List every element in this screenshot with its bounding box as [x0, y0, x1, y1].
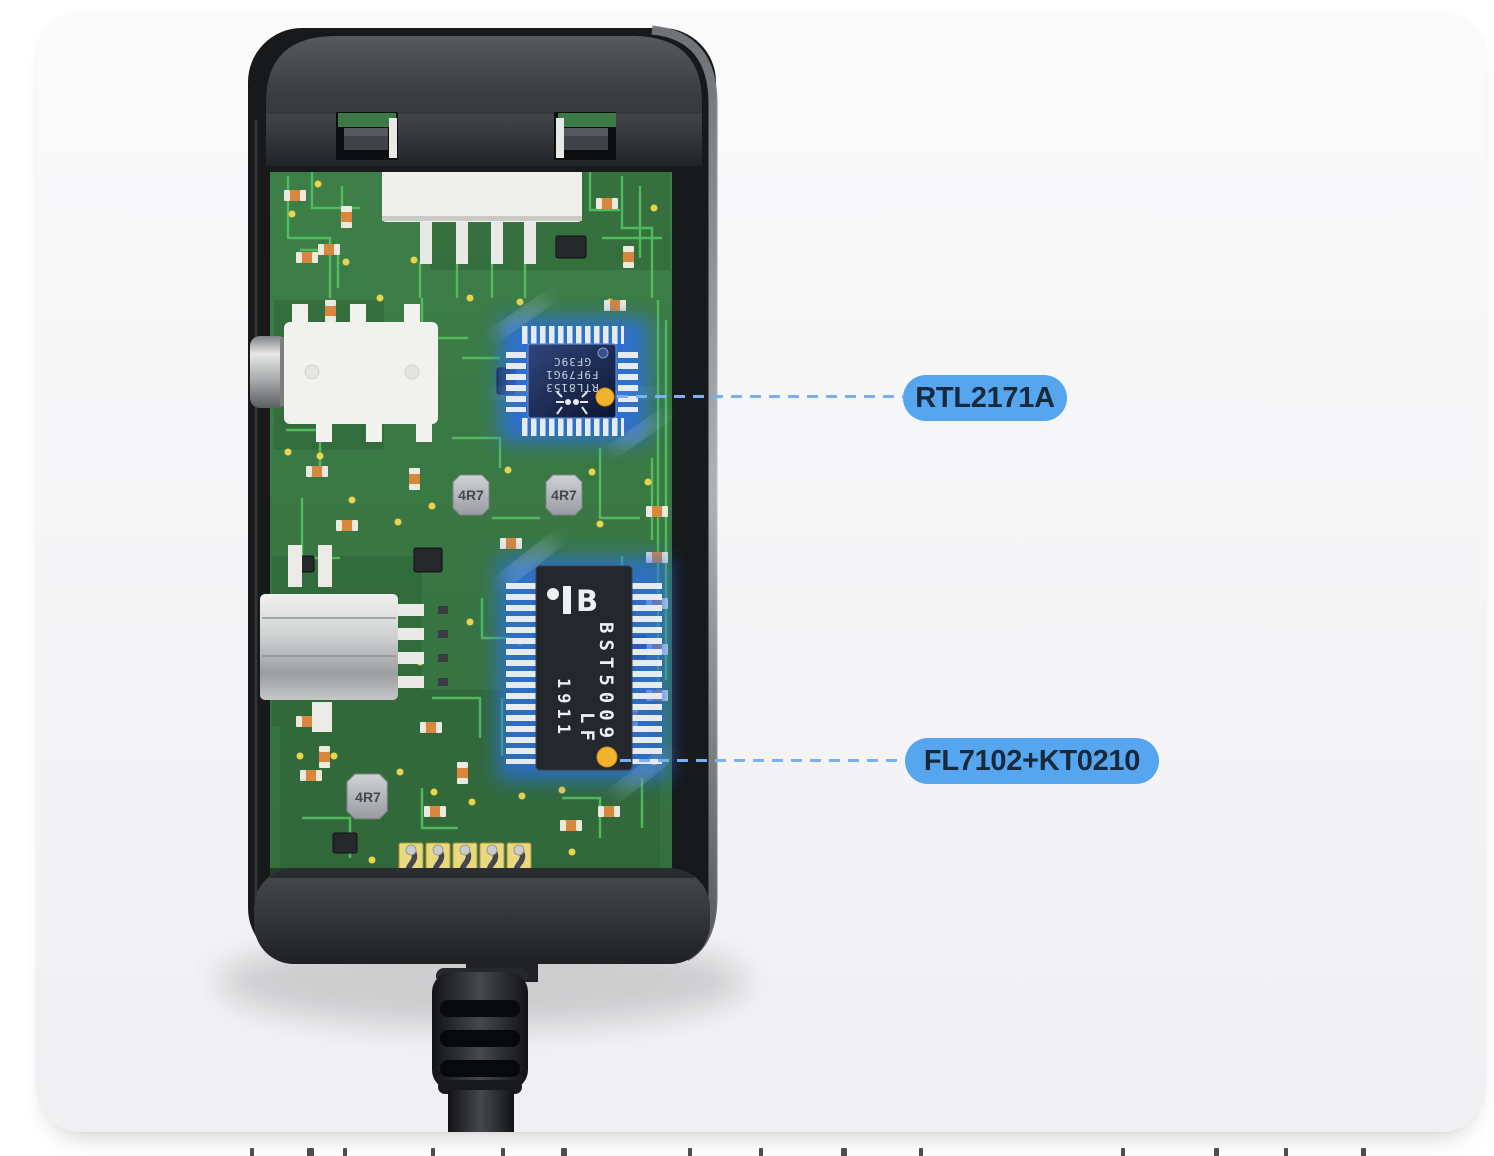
power-chip-model: BST5009: [595, 622, 617, 744]
chip-logo-crab-icon: [556, 391, 588, 415]
chip-pins-bottom: [520, 418, 624, 436]
cable-solder-pads: [398, 842, 532, 884]
bottom-housing-cap: [254, 868, 710, 964]
power-chip-logo: B: [576, 584, 598, 618]
inductor-label: 4R7: [458, 487, 484, 503]
audio-jack-connector: [250, 304, 438, 442]
callout-label-fl7102: FL7102+KT0210: [905, 738, 1159, 784]
chip-pins-left: [506, 578, 536, 764]
inductors-4r7: 4R7 4R7 4R7: [346, 474, 583, 820]
chip-pins-left: [506, 352, 526, 412]
cable: [432, 956, 538, 1132]
hdmi-connector: [382, 166, 582, 264]
chip-pins-right: [618, 352, 638, 412]
product-card: RTL8153 F9F79G1 GF39C 4R7 4R7 4R7: [36, 12, 1486, 1132]
device-illustration: RTL8153 F9F79G1 GF39C 4R7 4R7 4R7: [217, 25, 747, 1132]
main-chip-rtl: RTL8153 F9F79G1 GF39C: [495, 297, 663, 452]
leader-line-fl7102: [620, 759, 905, 762]
power-chip-suffix: LF: [576, 712, 598, 747]
usb-connector: [260, 545, 448, 732]
marker-dot-fl7102: [596, 746, 618, 768]
chip-pins-right: [632, 578, 662, 764]
top-housing-cap: [266, 36, 702, 172]
main-chip-marking-line2: F9F79G1: [545, 368, 598, 381]
main-chip-marking-line1: RTL8153: [545, 381, 598, 394]
callout-label-rtl2171a: RTL2171A: [903, 375, 1067, 421]
leader-line-rtl2171a: [617, 395, 903, 398]
inductor-label: 4R7: [355, 789, 381, 805]
chip-pins-top: [520, 326, 624, 344]
marker-dot-rtl2171a: [595, 387, 615, 407]
power-chip-date-code: 1911: [553, 678, 573, 739]
cap-latch-slot: [554, 112, 616, 160]
cap-latch-slot: [336, 112, 398, 160]
power-chip-bst: B BST5009 LF 1911: [498, 539, 668, 795]
inductor-label: 4R7: [551, 487, 577, 503]
cropped-caption-fragment: [0, 1146, 1494, 1156]
main-chip-marking-line3: GF39C: [553, 355, 591, 368]
